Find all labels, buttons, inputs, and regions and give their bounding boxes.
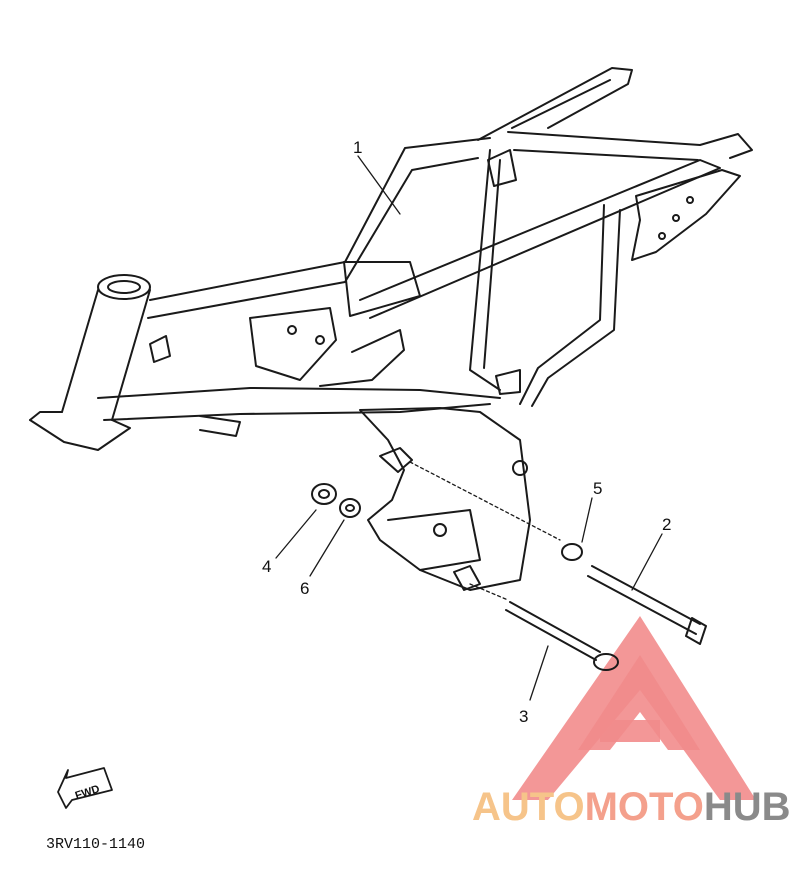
fwd-label: FWD — [74, 783, 102, 802]
leader-lines — [275, 155, 663, 701]
frame-assembly — [29, 67, 753, 671]
watermark-moto: MOTO — [585, 785, 704, 829]
callout-4: 4 — [262, 557, 271, 576]
diagram-code: 3RV110-1140 — [46, 836, 145, 853]
callout-5: 5 — [593, 479, 602, 498]
fwd-arrow-icon: FWD — [57, 767, 113, 809]
callout-1: 1 — [353, 138, 362, 157]
watermark-text: AUTOMOTOHUB — [472, 785, 791, 829]
callout-3: 3 — [519, 707, 528, 726]
watermark-auto: AUTO — [472, 785, 585, 829]
callout-2: 2 — [662, 515, 671, 534]
callout-6: 6 — [300, 579, 309, 598]
watermark-hub: HUB — [704, 785, 791, 829]
watermark-logo — [512, 616, 756, 800]
